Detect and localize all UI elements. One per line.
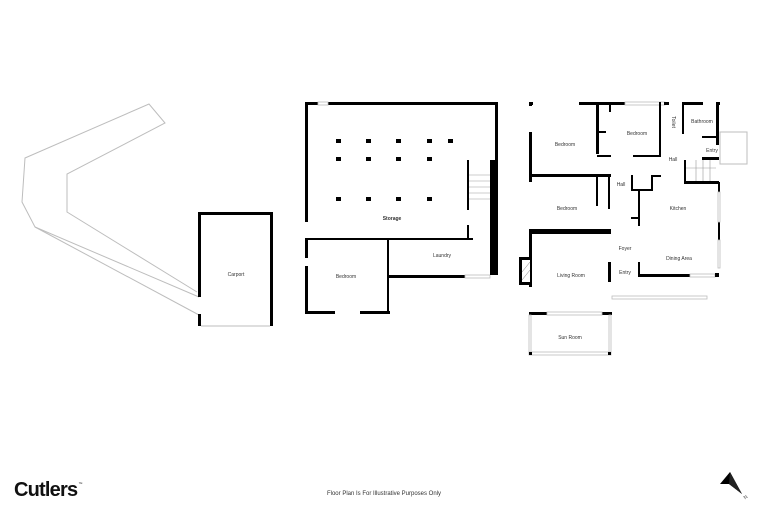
compass-north-label: N (743, 494, 750, 501)
room-label-entry-front: Entry (619, 270, 631, 276)
room-label-bedroom-3: Bedroom (556, 206, 578, 212)
room-label-bedroom-lower: Bedroom (335, 274, 357, 280)
room-label-laundry: Laundry (432, 253, 452, 259)
driveway-outline (21, 103, 200, 316)
lower-level-walls (305, 101, 498, 314)
room-label-kitchen: Kitchen (669, 206, 687, 212)
room-label-entry-rear: Entry (706, 148, 718, 154)
room-label-bedroom-2: Bedroom (626, 131, 648, 137)
room-label-bathroom: Bathroom (691, 119, 713, 125)
room-label-toilet: Toilet (670, 116, 676, 128)
brand-trademark: ™ (78, 481, 82, 486)
main-level-walls (519, 101, 748, 356)
room-label-foyer: Foyer (618, 246, 632, 252)
room-label-storage: Storage (382, 216, 402, 222)
north-arrow-icon: N (720, 472, 750, 501)
room-label-hall-2: Hall (616, 182, 626, 188)
room-label-bedroom-1: Bedroom (554, 142, 576, 148)
room-label-living-room: Living Room (557, 273, 585, 279)
carport-walls (198, 212, 273, 327)
brand-logo: Cutlers™ (14, 479, 82, 502)
room-label-sun-room: Sun Room (558, 335, 582, 341)
room-label-dining-area: Dining Area (666, 256, 692, 262)
room-label-carport: Carport (227, 272, 245, 278)
room-label-hall-1: Hall (668, 157, 678, 163)
disclaimer-text: Floor Plan Is For Illustrative Purposes … (326, 491, 442, 497)
brand-name: Cutlers (14, 479, 78, 501)
